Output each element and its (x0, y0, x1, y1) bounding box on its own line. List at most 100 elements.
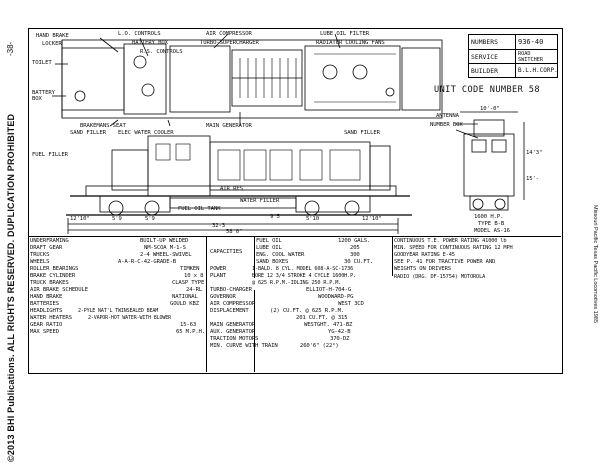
spec-value: YG-42-B (328, 329, 351, 335)
spec-label: DISPLACEMENT (210, 308, 249, 314)
dim-14-3: 14'3" (526, 150, 543, 156)
lube-oil-filter-label: LUBE OIL FILTER (320, 31, 370, 37)
dim-5-9-a: 5'9 (112, 216, 122, 222)
spec-value: 10 x 8 (184, 273, 204, 279)
hand-brake-label: HAND BRAKE (36, 33, 69, 39)
spec-value: 370-DZ (330, 336, 350, 342)
spec-value: 65 M.P.H. (176, 329, 205, 335)
spec-value: NM-SCOA M-1-S (144, 245, 186, 251)
spec-label: HAND BRAKE (30, 294, 63, 300)
spec-label: GOVERNOR (210, 294, 236, 300)
spec-label: AIR BRAKE SCHEDULE (30, 287, 88, 293)
spec-label: TRACTION MOTORS (210, 336, 259, 342)
spec-note: GOODYEAR RATING E-45 (394, 252, 455, 258)
battery-box-label: BATTERY BOX (32, 90, 55, 102)
dim-12-10-left: 12'10" (70, 216, 90, 222)
spec-label: WATER HEATERS (30, 315, 72, 321)
spec-value: 24-RL (186, 287, 203, 293)
spec-value: 15-63 (180, 322, 197, 328)
turbo-supercharger-label: TURBO-SUPERCHARGER (200, 40, 259, 46)
power-plant-line: BORE 12 3/4 STROKE 4 CYCLE 1600H.P. (252, 273, 357, 279)
spec-label: MAIN GENERATOR (210, 322, 256, 328)
spec-label: HEADLIGHTS (30, 308, 63, 314)
spec-value: (2) CU.FT. @ 625 R.P.M. (270, 308, 345, 314)
spec-value: NATIONAL (172, 294, 198, 300)
spec-label: LUBE OIL (256, 245, 282, 251)
locker-label: LOCKER (42, 41, 62, 47)
spec-label: TRUCKS (30, 252, 50, 258)
title-label: NUMBERS (471, 38, 498, 46)
spec-note: CONTINUOUS T.E. POWER RATING 41000 lb (394, 238, 507, 244)
spec-value: A-A-R-C-42-GRADE-B (118, 259, 176, 265)
fuel-filler-label: FUEL FILLER (32, 152, 68, 158)
title-row-service: SERVICE ROAD SWITCHER (469, 49, 557, 64)
dim-10-0: 10'-0" (480, 106, 500, 112)
power-plant-line: @ 625 R.P.M.-IDLING 250 R.P.M. (252, 280, 342, 286)
dim-15: 15'- (526, 176, 540, 182)
spec-label: MAX SPEED (30, 329, 59, 335)
brakemans-seat-label: BRAKEMANS SEAT (80, 123, 126, 129)
dim-32-3: 32-3 (212, 223, 226, 229)
dim-12-10-right: 12'10" (362, 216, 382, 222)
title-value: ROAD SWITCHER (518, 51, 543, 63)
title-label: BUILDER (471, 67, 498, 75)
spec-value: CLASP TYPE (172, 280, 205, 286)
spec-label: WHEELS (30, 259, 50, 265)
spec-value: WOODWARD-PG (318, 294, 354, 300)
title-value: 936-40 (518, 38, 544, 46)
spec-label: GEAR RATIO (30, 322, 63, 328)
title-row-builder: BUILDER B.L.H.CORP. (469, 63, 558, 78)
number-box-label: NUMBER BOX (430, 122, 463, 128)
sand-filler-left-label: SAND FILLER (70, 130, 106, 136)
spec-note: MIN. SPEED FOR CONTINUOUS RATING 12 MPH (394, 245, 513, 251)
spec-label: ROLLER BEARINGS (30, 266, 79, 272)
type-label: TYPE B-B (478, 221, 505, 227)
spec-label: DRAFT GEAR (30, 245, 63, 251)
hp-label: 1600 H.P. (474, 214, 504, 220)
spec-label: UNDERFRAMING (30, 238, 69, 244)
fuel-oil-tank-label: FUEL OIL TANK (178, 206, 221, 212)
lo-controls-label: L.O. CONTROLS (118, 31, 161, 37)
spec-value: 1200 GALS. (338, 238, 371, 244)
dim-5-9-b: 5'9 (145, 216, 155, 222)
spec-label: BATTERIES (30, 301, 59, 307)
spec-value: 2-VAPOR-HOT WATER-WITH BLOWER (88, 315, 171, 321)
spec-value: WESTGHT. 471-BZ (304, 322, 353, 328)
rs-controls-label: R.S. CONTROLS (140, 49, 183, 55)
spec-value: 30 CU.FT. (344, 259, 373, 265)
spec-note: SEE P. 41 FOR TRACTIVE POWER AND (394, 259, 496, 265)
title-label: SERVICE (471, 53, 498, 61)
water-filler-label: WATER FILLER (240, 198, 280, 204)
dim-58: 58'0" (226, 229, 243, 235)
title-block: NUMBERS 936-40 SERVICE ROAD SWITCHER BUI… (468, 34, 558, 78)
sand-filler-right-label: SAND FILLER (344, 130, 380, 136)
specs-table (28, 236, 561, 372)
toilet-label: TOILET (32, 60, 52, 66)
antenna-label: ANTENNA (436, 113, 459, 119)
elec-water-cooler-label: ELEC WATER COOLER (118, 130, 174, 136)
air-compressor-label: AIR COMPRESSOR (206, 31, 252, 37)
spec-value: 201 CU.FT. @ 315 (296, 315, 348, 321)
dim-9-5: 9'5 (270, 214, 280, 220)
spec-label: BRAKE CYLINDER (30, 273, 76, 279)
model-label: MODEL AS-16 (474, 228, 510, 234)
air-res-label: AIR RES (220, 186, 243, 192)
dim-5-10: 5'10 (306, 216, 320, 222)
spec-label: TURBO-CHARGER (210, 287, 252, 293)
main-generator-label: MAIN GENERATOR (206, 123, 252, 129)
battery-box-top-label: BATTERY BOX (132, 40, 168, 46)
title-value: B.L.H.CORP. (518, 67, 558, 74)
spec-value: 300 (350, 252, 360, 258)
spec-note: WEIGHTS ON DRIVERS (394, 266, 451, 272)
spec-value: ELLIOT-H-704-G (306, 287, 352, 293)
power-plant-label: POWER PLANT (210, 266, 227, 279)
spec-label: TRUCK BRAKES (30, 280, 69, 286)
spec-label: MIN. CURVE WITH TRAIN (210, 343, 278, 349)
drawing-sheet (28, 28, 563, 374)
capacities-label: CAPACITIES (210, 249, 243, 255)
title-row-numbers: NUMBERS 936-40 (469, 35, 557, 49)
spec-label: ENG. COOL WATER (256, 252, 305, 258)
spec-label: AUX. GENERATOR (210, 329, 256, 335)
spec-value: BUILT-UP WELDED (140, 238, 189, 244)
